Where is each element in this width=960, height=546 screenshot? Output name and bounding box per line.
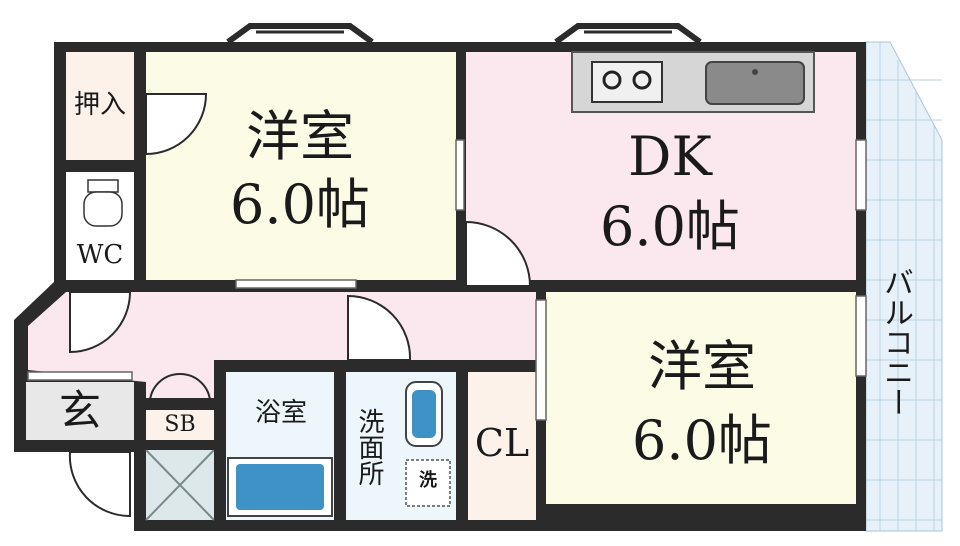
corridor-floor xyxy=(28,292,536,398)
shoebox-floor xyxy=(146,410,214,440)
entrance-floor xyxy=(26,382,134,440)
doors xyxy=(68,93,532,518)
dk-door xyxy=(465,220,532,287)
dk-size: 6.0帖 xyxy=(600,195,740,258)
toilet-icon xyxy=(83,179,123,227)
wash-basin-icon xyxy=(405,381,443,447)
sink-icon xyxy=(705,61,805,105)
washer-space xyxy=(405,459,451,507)
western-room-1-size: 6.0帖 xyxy=(230,173,370,236)
kitchen-counter xyxy=(571,51,815,113)
washroom-label: 洗面所 xyxy=(354,408,384,486)
closet-floor xyxy=(468,370,536,520)
closet-label: CL xyxy=(474,421,530,465)
western-room-2-name: 洋室 xyxy=(648,335,756,398)
western-room-2-floor xyxy=(546,292,856,504)
bath-label: 浴室 xyxy=(254,398,307,428)
stove-icon xyxy=(591,61,663,103)
bay-window-right xyxy=(554,23,702,45)
dk-name: DK xyxy=(628,125,712,188)
wc-label: WC xyxy=(76,240,124,270)
balcony xyxy=(865,41,943,532)
bathtub-icon xyxy=(227,457,333,517)
washer-label: 洗 xyxy=(419,470,437,491)
entrance-label: 玄 xyxy=(58,386,101,435)
western-room-2-size: 6.0帖 xyxy=(632,409,772,472)
western-room-1-name: 洋室 xyxy=(246,105,354,168)
oshiire-label: 押入 xyxy=(73,90,126,120)
oshiire-door xyxy=(145,93,208,156)
shoebox-doors xyxy=(149,372,211,401)
balcony-label: バルコニー xyxy=(878,267,913,417)
western-room-1-floor xyxy=(146,52,456,280)
bay-window-left xyxy=(226,23,374,45)
shoebox-label: SB xyxy=(164,412,196,437)
sliding-doors xyxy=(27,139,867,421)
pipe-shaft-cross xyxy=(145,449,215,521)
entrance-door xyxy=(68,451,131,518)
wc-door xyxy=(69,291,132,354)
oshiire-floor xyxy=(66,52,134,160)
corridor-door xyxy=(347,294,412,361)
